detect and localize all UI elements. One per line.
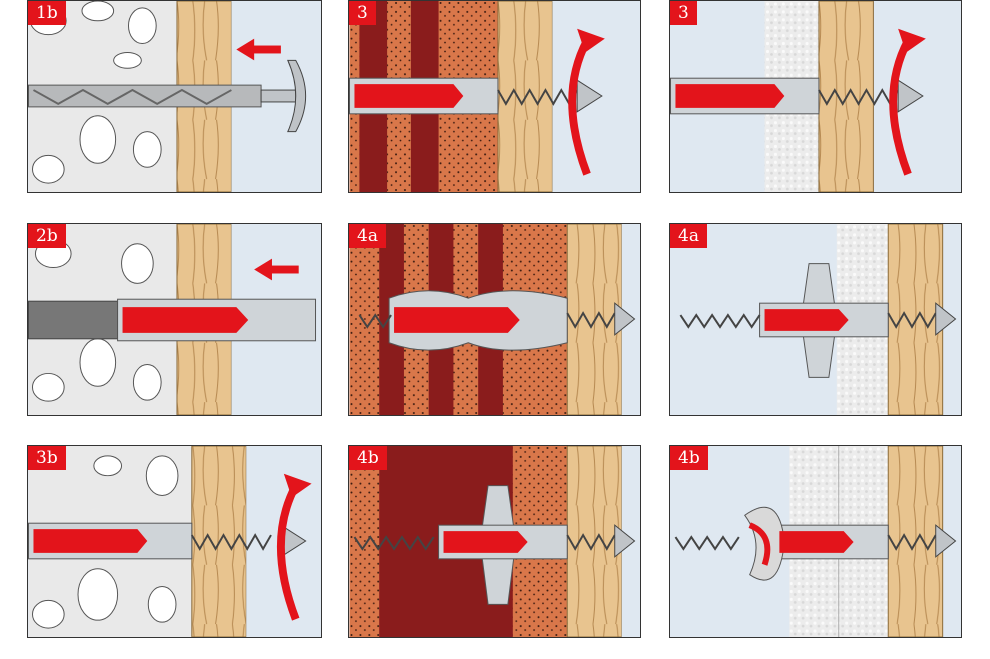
step-label: 4a: [349, 224, 386, 248]
step-label: 3: [349, 1, 376, 25]
drill-bit-icon: [32, 88, 232, 106]
panel-4b-brick: 4b: [348, 445, 641, 638]
rotate-arrow-icon: [889, 38, 912, 176]
panel-4a-brick: 4a: [348, 223, 641, 416]
step-label: 3b: [28, 446, 66, 470]
screw-icon: [190, 533, 272, 551]
step-label: 4b: [670, 446, 708, 470]
panel-3b: 3b: [27, 445, 322, 638]
rotate-arrow-icon: [276, 483, 300, 621]
panel-4b-plaster: 4b: [669, 445, 962, 638]
step-label: 1b: [28, 1, 66, 25]
push-arrow-icon: [254, 258, 299, 281]
step-label: 4a: [670, 224, 707, 248]
screw-icon: [818, 88, 899, 106]
screw-icon: [674, 533, 937, 551]
panel-4a-plaster: 4a: [669, 223, 962, 416]
step-label: 4b: [349, 446, 387, 470]
screw-icon: [497, 88, 578, 106]
screw-icon: [679, 311, 937, 329]
panel-2b: 2b: [27, 223, 322, 416]
step-label: 2b: [28, 224, 66, 248]
step-label: 3: [670, 1, 697, 25]
screw-icon: [358, 311, 616, 329]
panel-1b-illustration: [28, 1, 321, 192]
rotate-arrow-icon: [568, 38, 591, 176]
panel-1b: 1b: [27, 0, 322, 193]
push-arrow-icon: [236, 38, 281, 61]
screw-icon: [353, 533, 616, 551]
panel-3-brick: 3: [348, 0, 641, 193]
panel-3-plaster: 3: [669, 0, 962, 193]
